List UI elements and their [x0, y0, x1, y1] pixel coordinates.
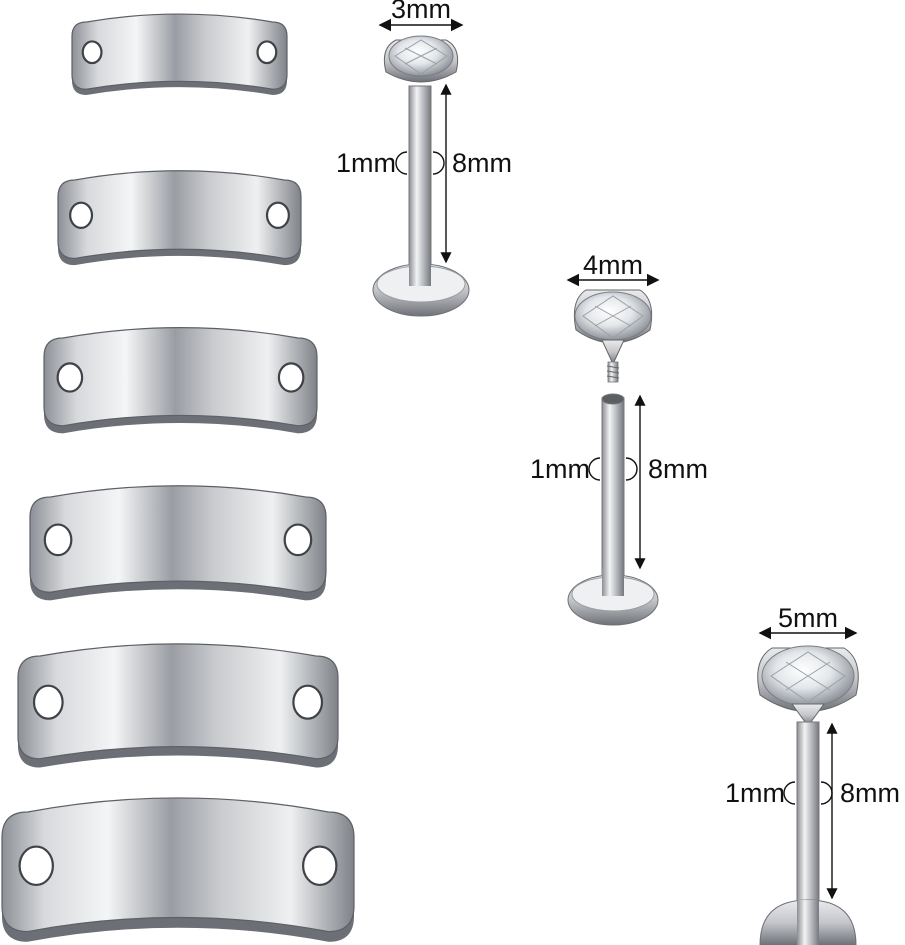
length-label: 8mm — [648, 454, 708, 484]
plate-hole — [32, 684, 64, 720]
plate-face — [17, 643, 339, 760]
plate-face — [43, 327, 318, 427]
plate-hole — [292, 684, 324, 720]
bar-plate — [17, 643, 339, 768]
plate-hole — [302, 845, 338, 887]
gauge-label: 1mm — [336, 148, 396, 178]
plate-hole — [277, 362, 305, 393]
gauge-mark — [395, 151, 408, 175]
bar-plate — [57, 170, 302, 266]
plate-hole — [265, 201, 290, 229]
gem-icon — [383, 35, 459, 83]
post — [601, 397, 625, 583]
plate-face — [71, 13, 288, 90]
stud-top-label: 4mm — [583, 250, 643, 280]
bar-plate — [29, 485, 327, 601]
gauge-mark — [588, 457, 601, 481]
gem-icon — [573, 289, 653, 366]
stud-5mm: 5mm 1mm 8mm — [725, 603, 900, 945]
length-label: 8mm — [840, 778, 900, 808]
plate-hole — [56, 362, 84, 393]
stud-top-label: 5mm — [778, 603, 838, 633]
plate-hole — [283, 523, 313, 557]
plate-hole — [18, 845, 54, 887]
plate-face — [57, 170, 302, 260]
plate-hole — [43, 523, 73, 557]
gauge-label: 1mm — [725, 778, 785, 808]
stud-top-label: 3mm — [391, 0, 451, 24]
bar-plate — [1, 797, 355, 942]
gauge-mark — [783, 781, 796, 805]
post — [408, 85, 432, 275]
blank-bar-plates — [1, 13, 355, 942]
screw-thread — [606, 361, 620, 383]
bar-plate — [71, 13, 288, 96]
plate-face — [29, 485, 327, 593]
bar-plate — [43, 327, 318, 434]
gauge-label: 1mm — [530, 454, 590, 484]
length-label: 8mm — [452, 148, 512, 178]
stud-3mm: 3mm 1mm 8mm — [336, 0, 512, 317]
plate-hole — [69, 201, 94, 229]
gem-icon — [757, 645, 859, 727]
plate-hole — [256, 40, 278, 65]
plate-hole — [81, 40, 103, 65]
stud-4mm: 4mm 1mm 8mm — [530, 250, 708, 626]
plate-face — [1, 797, 355, 933]
